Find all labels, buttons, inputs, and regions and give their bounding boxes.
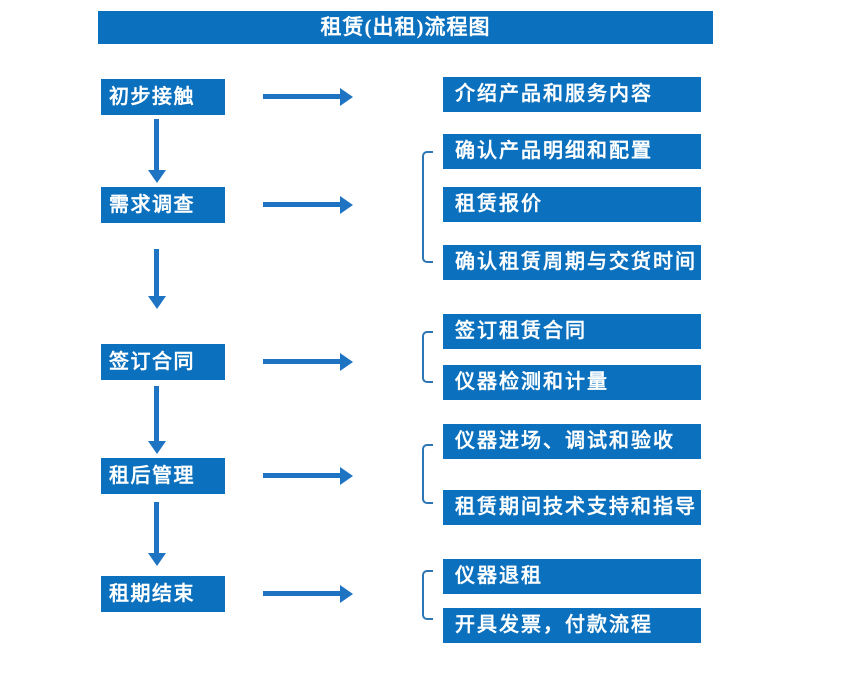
group-bracket-sign-contract [422, 331, 433, 383]
stage-box-needs-survey: 需求调查 [101, 187, 225, 223]
arrow-head [148, 441, 166, 454]
arrow-head [148, 170, 166, 183]
arrow-head [340, 353, 353, 371]
stage-box-initial-contact: 初步接触 [101, 79, 225, 115]
arrow-stem [154, 119, 159, 172]
output-box-instrument-return: 仪器退租 [443, 559, 701, 594]
output-box-confirm-period: 确认租赁周期与交货时间 [443, 245, 701, 280]
output-box-tech-support: 租赁期间技术支持和指导 [443, 490, 701, 525]
stage-box-sign-contract: 签订合同 [101, 344, 225, 380]
down-arrow-icon-3 [148, 386, 166, 454]
arrow-stem [154, 386, 159, 443]
right-arrow-icon-3 [263, 353, 353, 371]
arrow-stem [263, 473, 343, 478]
right-arrow-icon-5 [263, 585, 353, 603]
arrow-head [148, 296, 166, 309]
stage-box-post-rental-mgmt: 租后管理 [101, 458, 225, 494]
output-box-introduce-products: 介绍产品和服务内容 [443, 77, 701, 112]
arrow-head [340, 467, 353, 485]
output-box-instrument-testing: 仪器检测和计量 [443, 365, 701, 400]
group-bracket-needs-survey [422, 151, 433, 263]
output-box-invoice-payment: 开具发票，付款流程 [443, 608, 701, 643]
arrow-stem [263, 202, 343, 207]
output-box-sign-rental-contract: 签订租赁合同 [443, 314, 701, 349]
arrow-stem [154, 502, 159, 555]
right-arrow-icon-4 [263, 467, 353, 485]
arrow-stem [263, 591, 343, 596]
right-arrow-icon-1 [263, 88, 353, 106]
arrow-head [340, 585, 353, 603]
arrow-stem [263, 94, 343, 99]
group-bracket-lease-end [422, 570, 433, 620]
down-arrow-icon-4 [148, 502, 166, 566]
output-box-instrument-setup: 仪器进场、调试和验收 [443, 424, 701, 459]
flowchart-title: 租赁(出租)流程图 [98, 11, 713, 44]
output-box-confirm-details: 确认产品明细和配置 [443, 134, 701, 169]
arrow-stem [263, 359, 343, 364]
stage-box-lease-end: 租期结束 [101, 576, 225, 612]
arrow-stem [154, 249, 159, 298]
group-bracket-post-rental-mgmt [422, 444, 433, 504]
right-arrow-icon-2 [263, 196, 353, 214]
arrow-head [148, 553, 166, 566]
down-arrow-icon-1 [148, 119, 166, 183]
output-box-rental-quote: 租赁报价 [443, 187, 701, 222]
arrow-head [340, 88, 353, 106]
arrow-head [340, 196, 353, 214]
down-arrow-icon-2 [148, 249, 166, 309]
